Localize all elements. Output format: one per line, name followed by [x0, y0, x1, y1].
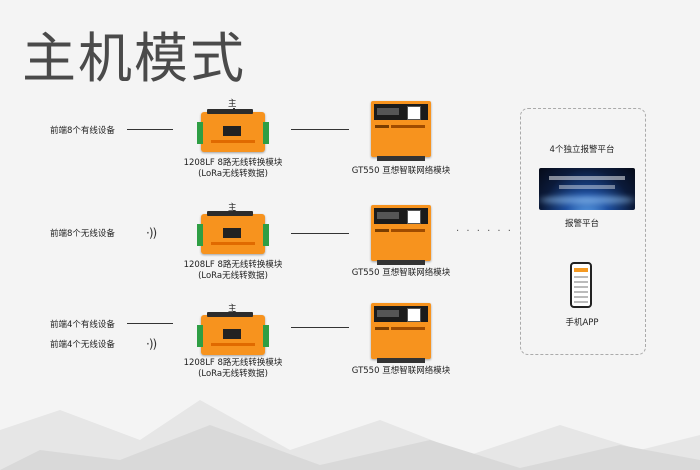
- module-sub: (LoRa无线转数据): [198, 369, 268, 379]
- lora-module-image: [197, 312, 269, 355]
- input-wired-4: 前端4个有线设备: [50, 320, 115, 330]
- gateway-name: GT550 亘想智联网络模块: [351, 166, 451, 176]
- gateway-name: GT550 亘想智联网络模块: [351, 268, 451, 278]
- link-line: [291, 327, 349, 328]
- platform-group: [520, 108, 646, 355]
- master-label: 主: [228, 304, 237, 314]
- wire-line: [127, 129, 173, 130]
- gt550-gateway-image: [371, 101, 431, 161]
- wire-line: [127, 323, 173, 324]
- wireless-signal-icon: ·)): [146, 226, 157, 240]
- gt550-gateway-image: [371, 303, 431, 363]
- module-sub: (LoRa无线转数据): [198, 169, 268, 179]
- lora-module-image: [197, 211, 269, 254]
- decorative-ground: [0, 400, 700, 470]
- wireless-signal-icon: ·)): [146, 337, 157, 351]
- module-name: 1208LF 8路无线转换模块: [183, 260, 283, 270]
- link-line: [291, 129, 349, 130]
- page-title: 主机模式: [22, 27, 246, 90]
- app-label: 手机APP: [565, 318, 599, 328]
- connection-dots: · · · · · ·: [456, 226, 513, 237]
- gateway-name: GT550 亘想智联网络模块: [351, 366, 451, 376]
- input-wired-8: 前端8个有线设备: [50, 126, 115, 136]
- master-label: 主: [228, 203, 237, 213]
- earth-globe-icon: [539, 168, 635, 210]
- gt550-gateway-image: [371, 205, 431, 265]
- input-wireless-8: 前端8个无线设备: [50, 229, 115, 239]
- module-name: 1208LF 8路无线转换模块: [183, 158, 283, 168]
- link-line: [291, 233, 349, 234]
- smartphone-icon: [570, 262, 592, 308]
- module-name: 1208LF 8路无线转换模块: [183, 358, 283, 368]
- platform-header: 4个独立报警平台: [549, 145, 615, 155]
- alarm-platform-label: 报警平台: [564, 219, 599, 229]
- input-wireless-4: 前端4个无线设备: [50, 340, 115, 350]
- module-sub: (LoRa无线转数据): [198, 271, 268, 281]
- lora-module-image: [197, 109, 269, 152]
- master-label: 主: [228, 99, 237, 109]
